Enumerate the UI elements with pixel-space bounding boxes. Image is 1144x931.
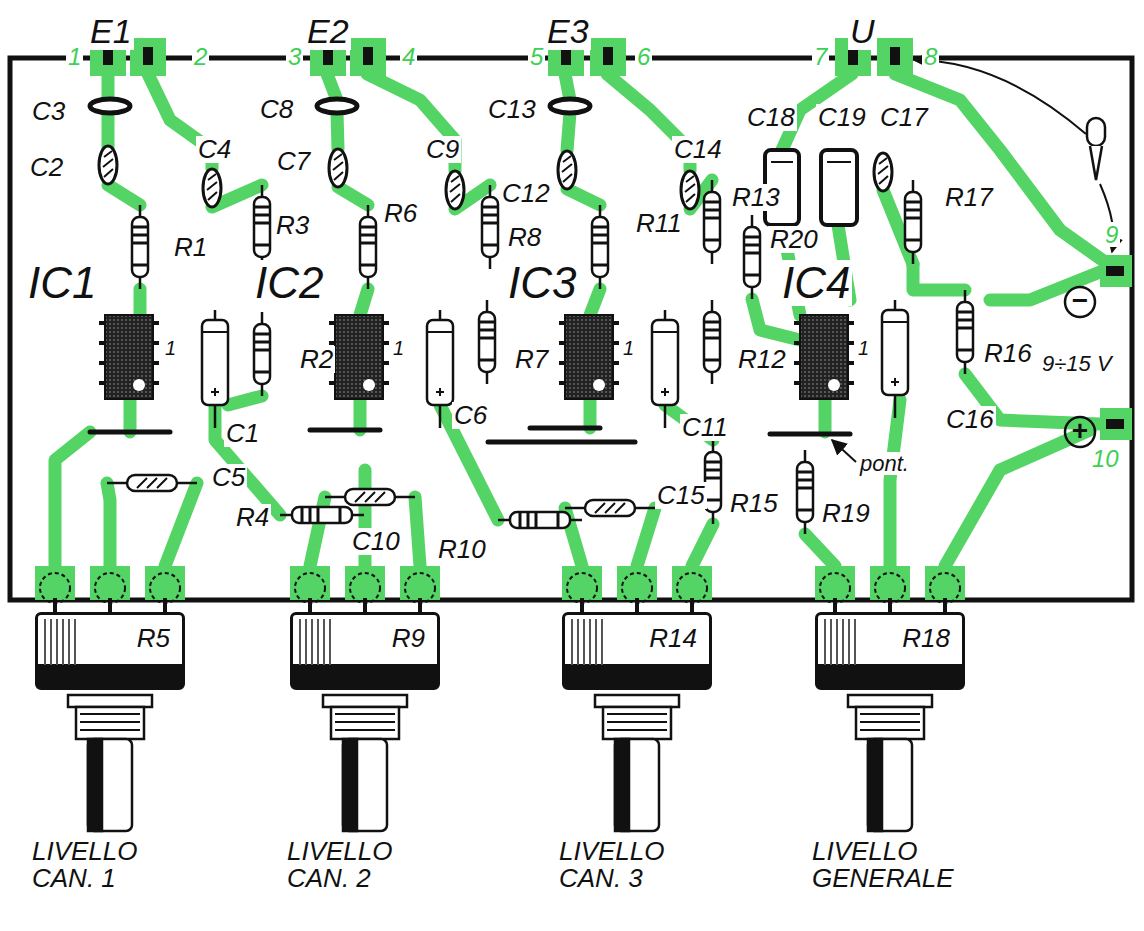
resistor-label: R8: [506, 224, 543, 251]
resistor-label: R12: [736, 346, 788, 373]
ic-label: IC2: [253, 260, 325, 306]
terminal-name: E3: [545, 14, 591, 50]
terminal-name: U: [848, 14, 877, 50]
capacitor-label: C15: [655, 482, 707, 509]
control-caption: LIVELLO CAN. 2: [285, 838, 439, 893]
pad-number: 9: [1103, 222, 1120, 247]
pad-number: 8: [922, 44, 939, 69]
capacitor-label: C8: [258, 96, 295, 123]
part-label: R18: [900, 625, 952, 652]
control-caption: LIVELLO GENERALE: [810, 838, 1014, 893]
resistor-label: R3: [274, 212, 311, 239]
edge-pads: [35, 38, 1132, 600]
resistor-label: R6: [382, 200, 419, 227]
capacitor-label: C4: [196, 136, 233, 163]
pad-number: 10: [1090, 446, 1121, 471]
capacitor-label: C11: [680, 414, 730, 441]
pad-number: 4: [400, 44, 417, 69]
capacitor-label: C16: [944, 406, 996, 433]
control-caption: LIVELLO CAN. 1: [30, 838, 184, 893]
resistor-label: R7: [513, 346, 550, 373]
pad-number: 7: [812, 44, 829, 69]
capacitor-label: C2: [28, 154, 65, 181]
potentiometer: R9: [290, 612, 440, 690]
resistor-label: R19: [820, 500, 872, 527]
part-label: R5: [135, 625, 172, 652]
capacitor-label: C14: [672, 136, 724, 163]
ic-label: IC4: [780, 260, 852, 306]
capacitor-label: C12: [500, 180, 552, 207]
resistor-label: R4: [234, 504, 271, 531]
capacitor-label: C3: [30, 98, 67, 125]
potentiometer: R5: [35, 612, 185, 690]
pin-one-mark: 1: [856, 338, 871, 359]
jumper-label: pont.: [858, 452, 911, 475]
resistor-label: R10: [436, 536, 488, 563]
ic-label: IC1: [26, 260, 98, 306]
pin-one-mark: 1: [163, 338, 178, 359]
capacitor-label: C5: [210, 464, 247, 491]
resistor-label: R11: [634, 210, 684, 237]
polarity-sign: −: [1065, 285, 1095, 317]
terminal-name: E1: [88, 14, 134, 50]
potentiometer: R14: [562, 612, 712, 690]
pad-number: 3: [286, 44, 303, 69]
pad-number: 2: [192, 44, 209, 69]
capacitor-label: C9: [424, 136, 461, 163]
pin-one-mark: 1: [391, 338, 406, 359]
capacitor-label: C19: [816, 104, 868, 131]
capacitor-label: C1: [224, 420, 261, 447]
capacitor-label: C7: [275, 148, 312, 175]
pad-number: 6: [635, 44, 652, 69]
supply-voltage: 9÷15 V: [1040, 352, 1114, 375]
pin-one-mark: 1: [621, 338, 636, 359]
pcb-board: [10, 58, 1132, 600]
capacitor-label: C13: [486, 96, 538, 123]
resistor-label: R13: [730, 184, 782, 211]
pot-lugs: [55, 598, 945, 614]
capacitor-label: C18: [745, 104, 797, 131]
potentiometer: R18: [815, 612, 965, 690]
pot-shafts: [68, 695, 932, 831]
terminal-name: E2: [305, 14, 351, 50]
polarity-sign: +: [1065, 415, 1095, 447]
pointers: [832, 60, 1114, 462]
resistor-label: R16: [982, 340, 1034, 367]
pot-solder-points: [40, 573, 960, 603]
components: [90, 99, 973, 534]
capacitor-label: C6: [452, 402, 489, 429]
pad-number: 1: [66, 44, 83, 69]
resistor-label: R1: [172, 234, 209, 261]
control-caption: LIVELLO CAN. 3: [557, 838, 711, 893]
ic-label: IC3: [506, 260, 578, 306]
capacitor-label: C10: [350, 528, 402, 555]
resistor-label: R2: [298, 346, 335, 373]
pad-number: 5: [528, 44, 545, 69]
resistor-label: R17: [943, 184, 995, 211]
capacitor-label: C17: [878, 104, 930, 131]
resistor-label: R20: [768, 226, 820, 253]
copper-traces: [55, 74, 1105, 566]
part-label: R9: [390, 625, 427, 652]
resistor-label: R15: [728, 490, 780, 517]
part-label: R14: [647, 625, 699, 652]
